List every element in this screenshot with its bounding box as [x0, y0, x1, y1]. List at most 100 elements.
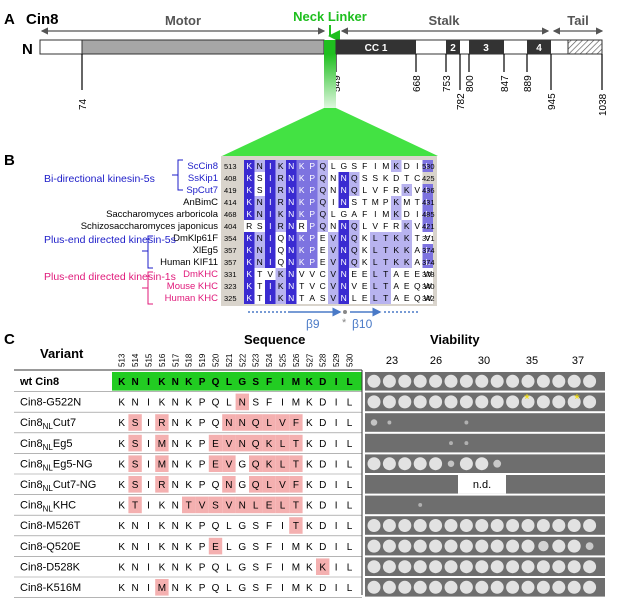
residue-letter: K: [362, 245, 368, 255]
variant-name: Cin8-M526T: [20, 520, 81, 532]
mutation-highlight: [235, 393, 249, 411]
conservation-cell: [401, 220, 412, 232]
residue-position: 514: [131, 353, 140, 367]
yeast-spot: [583, 519, 597, 532]
residue-letter: P: [309, 233, 315, 243]
residue-cell: [349, 196, 360, 208]
mutation-highlight: [249, 455, 263, 472]
residue-cell: [265, 268, 276, 280]
residue-letter: G: [238, 583, 246, 594]
residue-letter: M: [382, 161, 389, 171]
conservation-cell: [286, 280, 297, 292]
yeast-spot: [459, 560, 473, 574]
residue-letter: Q: [252, 439, 260, 450]
yeast-spot: [506, 539, 520, 553]
yeast-spot: [521, 560, 535, 574]
residue-cell: [391, 292, 402, 304]
mutation-highlight: [155, 414, 169, 431]
residue-letter: Q: [319, 221, 326, 231]
residue-letter: V: [199, 501, 206, 512]
residue-letter: F: [362, 161, 367, 171]
residue-letter: K: [383, 173, 389, 183]
conservation-cell: [265, 196, 276, 208]
yeast-spot: [382, 539, 396, 553]
mutation-highlight: [235, 414, 249, 431]
residue-letter: K: [246, 233, 252, 243]
residue-letter: N: [257, 257, 263, 267]
residue-letter: L: [373, 257, 378, 267]
residue-letter: I: [147, 521, 150, 532]
residue-letter: L: [347, 583, 353, 594]
residue-letter: I: [335, 480, 338, 491]
conservation-cell: [286, 172, 297, 184]
residue-letter: K: [299, 245, 305, 255]
residue-letter: F: [266, 542, 272, 553]
residue-letter: N: [341, 293, 347, 303]
residue-letter: Q: [212, 480, 220, 491]
residue-cell: [401, 268, 412, 280]
residue-letter: M: [403, 197, 410, 207]
conservation-cell: [275, 184, 286, 196]
residue-letter: M: [292, 542, 300, 553]
conservation-cell: [401, 244, 412, 256]
residue-letter: K: [299, 257, 305, 267]
residue-letter: F: [266, 583, 272, 594]
residue-letter: I: [281, 377, 284, 388]
residue-letter: K: [404, 245, 410, 255]
residue-letter: L: [226, 583, 232, 594]
residue-letter: N: [341, 185, 347, 195]
start-position: 357: [224, 246, 237, 255]
yeast-spot: [444, 395, 458, 409]
yeast-spot: [418, 502, 423, 507]
residue-letter: K: [246, 293, 252, 303]
pos-74: 74: [78, 98, 89, 110]
residue-cell: [359, 292, 370, 304]
residue-letter: P: [199, 480, 206, 491]
start-position: 513: [224, 162, 237, 171]
residue-letter: I: [147, 501, 150, 512]
residue-letter: K: [404, 233, 410, 243]
residue-position: 518: [185, 353, 194, 367]
residue-letter: T: [257, 293, 262, 303]
conservation-cell: [265, 292, 276, 304]
residue-letter: D: [319, 398, 326, 409]
residue-cell: [391, 280, 402, 292]
residue-letter: K: [246, 281, 252, 291]
residue-letter: D: [319, 521, 326, 532]
residue-letter: K: [306, 398, 313, 409]
residue-letter: T: [293, 439, 299, 450]
residue-cell: [317, 292, 328, 304]
conservation-cell: [317, 172, 328, 184]
cc3-label: 3: [483, 43, 489, 54]
residue-letter: N: [341, 257, 347, 267]
residue-letter: N: [225, 480, 232, 491]
residue-letter: N: [131, 562, 138, 573]
cc1-label: CC 1: [365, 43, 388, 54]
yeast-spot: [521, 539, 535, 553]
variant-name: Cin8-K516M: [20, 582, 81, 594]
yeast-spot: [429, 457, 443, 471]
mutation-highlight: [235, 434, 249, 452]
residue-letter: N: [257, 245, 263, 255]
residue-letter: C: [320, 269, 326, 279]
conservation-cell: [328, 256, 339, 268]
residue-cell: [401, 292, 412, 304]
residue-position: 520: [212, 353, 221, 367]
residue-letter: I: [147, 459, 150, 470]
mutation-highlight: [222, 496, 236, 514]
residue-letter: F: [266, 562, 272, 573]
residue-letter: E: [212, 542, 219, 553]
mutation-highlight: [182, 496, 196, 514]
conservation-cell: [244, 244, 255, 256]
star-marker: *: [524, 391, 530, 407]
residue-letter: N: [288, 245, 294, 255]
residue-cell: [391, 172, 402, 184]
n-terminal-region: [39, 39, 83, 55]
residue-letter: L: [373, 281, 378, 291]
residue-letter: K: [404, 257, 410, 267]
residue-letter: K: [185, 377, 193, 388]
residue-letter: S: [132, 459, 139, 470]
start-position: 468: [224, 210, 237, 219]
